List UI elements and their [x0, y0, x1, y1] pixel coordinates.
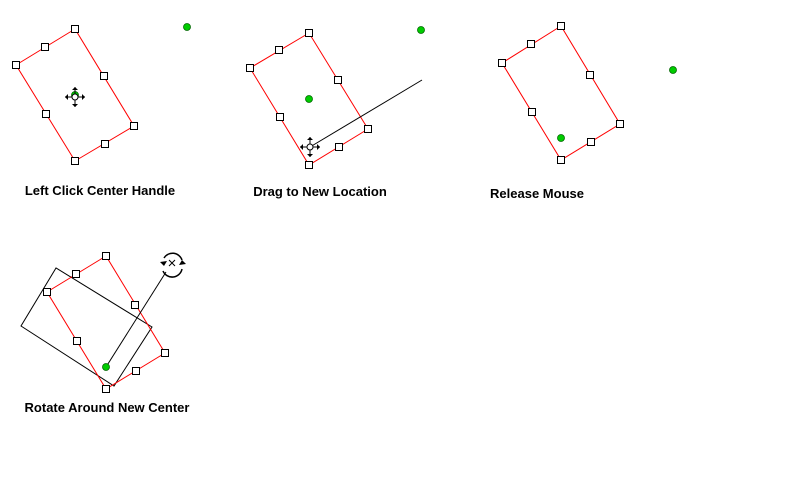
resize-handle	[132, 367, 140, 375]
resize-handle	[102, 385, 110, 393]
resize-handle	[43, 288, 51, 296]
move-center-icon	[71, 93, 79, 101]
resize-handle	[102, 252, 110, 260]
resize-handle	[130, 122, 138, 130]
step-3-label: Release Mouse	[490, 186, 584, 201]
resize-handle	[161, 349, 169, 357]
resize-handle	[305, 29, 313, 37]
resize-handle	[527, 40, 535, 48]
resize-handle	[335, 143, 343, 151]
step-2-label: Drag to New Location	[253, 184, 387, 199]
resize-handle	[42, 110, 50, 118]
resize-handle	[557, 22, 565, 30]
resize-handle	[334, 76, 342, 84]
rotate-center-icon	[168, 259, 176, 267]
resize-handle	[131, 301, 139, 309]
rotate-line	[105, 271, 167, 368]
rotated-preview-outline	[20, 267, 153, 387]
resize-handle	[72, 270, 80, 278]
resize-handle	[586, 71, 594, 79]
resize-handle	[528, 108, 536, 116]
resize-handle	[100, 72, 108, 80]
resize-handle	[498, 59, 506, 67]
rotation-center	[183, 23, 191, 31]
drag-line	[309, 79, 423, 148]
rotation-center	[669, 66, 677, 74]
move-center-icon	[306, 143, 314, 151]
resize-handle	[71, 25, 79, 33]
resize-handle	[101, 140, 109, 148]
resize-handle	[73, 337, 81, 345]
step-1-label: Left Click Center Handle	[24, 183, 176, 198]
resize-handle	[557, 156, 565, 164]
center-handle	[102, 363, 110, 371]
resize-handle	[41, 43, 49, 51]
resize-handle	[275, 46, 283, 54]
rotation-center	[417, 26, 425, 34]
resize-handle	[276, 113, 284, 121]
center-handle	[305, 95, 313, 103]
resize-handle	[71, 157, 79, 165]
rotate-arrows-icon	[160, 260, 186, 266]
rotate-cursor-icon	[162, 252, 183, 278]
resize-handle	[616, 120, 624, 128]
resize-handle	[305, 161, 313, 169]
resize-handle	[587, 138, 595, 146]
center-handle	[557, 134, 565, 142]
resize-handle	[246, 64, 254, 72]
resize-handle	[364, 125, 372, 133]
step-4-label: Rotate Around New Center	[24, 400, 190, 415]
resize-handle	[12, 61, 20, 69]
